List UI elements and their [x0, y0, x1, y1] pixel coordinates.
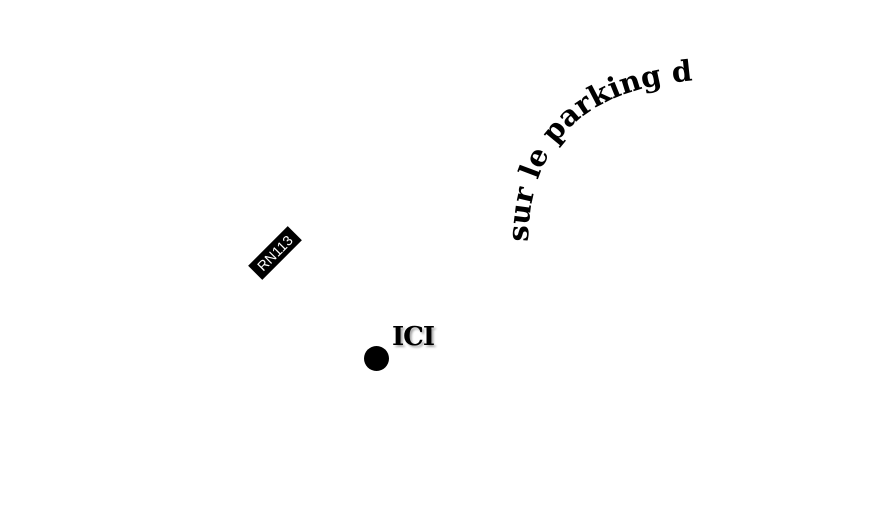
location-dot-icon [364, 346, 389, 371]
curved-caption-textpath: sur le parking de [0, 0, 694, 242]
location-marker-label: ICI [392, 322, 435, 352]
curved-caption-text: sur le parking de [0, 0, 694, 242]
road-label-rn113: RN113 [248, 226, 302, 280]
